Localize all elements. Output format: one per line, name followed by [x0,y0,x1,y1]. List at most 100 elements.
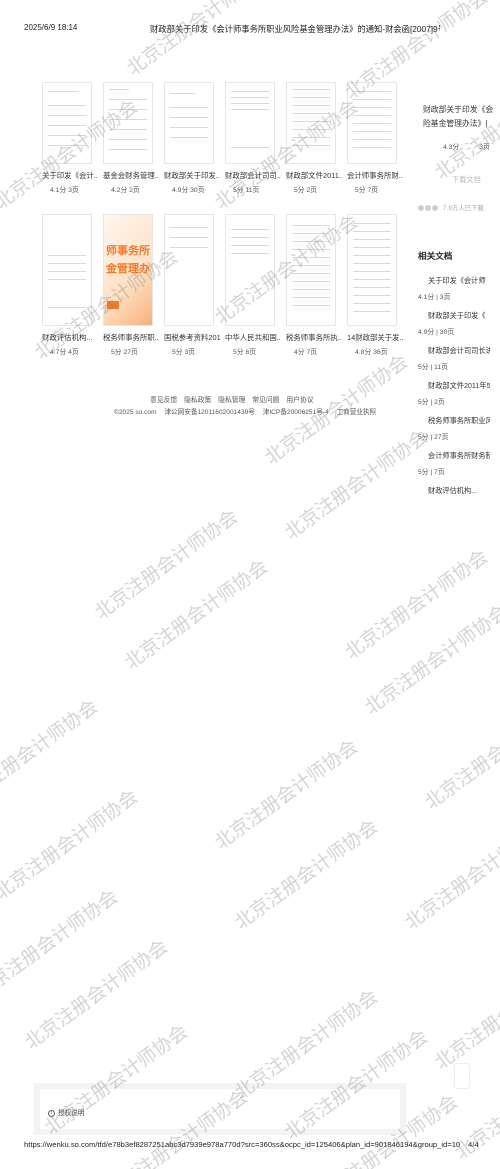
footer-links: 意见反馈 隐私政策 隐私管理 常见问题 用户协议 [150,394,319,404]
business-license[interactable]: 工商营业执照 [336,409,377,416]
footer-link-privacy-manage[interactable]: 隐私管理 [218,397,246,404]
related-item-title[interactable]: 财政部关于印发《 [428,311,486,320]
document-title[interactable]: 关于印发《会计... [42,171,98,180]
related-item-meta: 5分 | 27页 [418,434,449,441]
document-meta: 5分 6页 [233,349,257,356]
document-title[interactable]: 财政部会计司司... [225,171,281,180]
document-thumbnail[interactable] [286,214,336,326]
related-item-title[interactable]: 会计师事务所财务制 [428,451,490,460]
document-meta: 5分 27页 [111,349,138,356]
watermark: 北京注册会计师协会 [360,600,500,719]
related-item[interactable]: 财政部关于印发《 4.9分 | 30页 [418,311,500,336]
document-meta: 5分 3页 [172,349,196,356]
watermark: 北京注册会计师协会 [430,955,500,1074]
watermark: 北京注册会计师协会 [120,555,273,674]
footer-link-feedback[interactable]: 意见反馈 [150,397,178,404]
watermark: 北京注册会计师协会 [20,935,173,1054]
document-title[interactable]: 基金会财务管理... [103,171,159,180]
document-card[interactable]: 财政部文件2011... 5分 2页 [286,82,342,194]
watermark: 北京注册会计师协会 [90,505,243,624]
icp-record[interactable]: 津ICP备20006251号-4 [262,409,329,416]
footer-icp: ©2025 so.com 津公网安备12011602001439号 津ICP备2… [114,406,382,416]
related-item-title[interactable]: 税务师事务所职业风 [428,416,490,425]
related-item[interactable]: 税务师事务所职业风 5分 | 27页 [418,416,500,441]
related-item[interactable]: 财政评估机构... [418,486,500,496]
document-meta: 4.1分 3页 [50,187,79,194]
user-avatar-icon [432,204,438,211]
related-docs: 相关文档 关于印发《会计师 4.1分 | 3页 财政部关于印发《 4.9分 | … [418,250,500,506]
document-title[interactable]: 财政评估机构... [42,333,93,342]
watermark: 北京注册会计师协会 [210,735,363,854]
document-grid: 关于印发《会计... 4.1分 3页 基金会财务管理... 4.2分 2页 财政… [42,82,403,376]
document-title[interactable]: 会计师事务所财... [347,171,403,180]
document-thumbnail[interactable]: 师事务所职 金管理办法 [103,214,153,326]
document-card[interactable]: 关于印发《会计... 4.1分 3页 [42,82,98,194]
document-thumbnail[interactable] [103,82,153,164]
watermark: 北京注册会计师协会 [420,695,500,814]
download-count-text: 7.9万人已下载 [443,205,484,212]
footer-link-faq[interactable]: 常见问题 [252,397,280,404]
document-thumbnail[interactable] [225,214,275,326]
document-meta: 4分 7页 [294,349,318,356]
document-card[interactable]: 师事务所职 金管理办法 税务师事务所职... 5分 27页 [103,214,159,356]
watermark: 北京注册会计师协会 [0,885,123,1004]
related-item[interactable]: 会计师事务所财务制 5分 | 7页 [418,451,500,476]
document-title[interactable]: 国税参考资料201... [164,333,220,342]
related-item-title[interactable]: 关于印发《会计师 [428,276,486,285]
info-circle-icon: i [48,1109,55,1117]
document-card[interactable]: 14财政部关于发... 4.8分 36页 [347,214,403,356]
document-card[interactable]: 财政部会计司司... 5分 11页 [225,82,281,194]
watermark: 北京注册会计师协会 [340,545,493,664]
document-thumbnail[interactable] [225,82,275,164]
user-avatar-icon [418,204,424,211]
related-item-title[interactable]: 财政部文件2011年5 [428,381,490,390]
cover-text: 师事务所职 [106,245,150,257]
copyright: ©2025 so.com [114,409,157,416]
document-thumbnail[interactable] [42,214,92,326]
document-meta: 4.7分 4页 [50,349,79,356]
document-card[interactable]: 税务师事务所执... 4分 7页 [286,214,342,356]
footer-link-user-agreement[interactable]: 用户协议 [286,397,314,404]
related-item-meta: 5分 | 2页 [418,399,445,406]
document-card[interactable]: 财政部关于印发... 4.9分 30页 [164,82,220,194]
download-button[interactable]: 下载文档 [452,175,481,184]
document-card[interactable]: 会计师事务所财... 5分 7页 [347,82,403,194]
document-row: 关于印发《会计... 4.1分 3页 基金会财务管理... 4.2分 2页 财政… [42,82,403,194]
police-record[interactable]: 津公网安备12011602001439号 [164,409,255,416]
footer-link-privacy-policy[interactable]: 隐私政策 [184,397,212,404]
document-thumbnail[interactable] [42,82,92,164]
document-title[interactable]: 财政部文件2011... [286,171,342,180]
document-title[interactable]: 财政部关于印发... [164,171,220,180]
current-doc-title: 财政部关于印发《会 [423,105,494,114]
float-action-button[interactable] [454,1063,470,1089]
document-card[interactable]: 基金会财务管理... 4.2分 2页 [103,82,159,194]
related-item[interactable]: 财政部会计司司长讲 5分 | 11页 [418,346,500,371]
document-thumbnail[interactable] [164,82,214,164]
related-item[interactable]: 财政部文件2011年5 5分 | 2页 [418,381,500,406]
document-card[interactable]: 中华人民共和国... 5分 6页 [225,214,281,356]
document-title[interactable]: 税务师事务所执... [286,333,342,342]
document-thumbnail[interactable] [286,82,336,164]
document-thumbnail[interactable] [164,214,214,326]
related-item-title[interactable]: 财政部会计司司长讲 [428,346,490,355]
document-card[interactable]: 国税参考资料201... 5分 3页 [164,214,220,356]
document-card[interactable]: 财政评估机构... 4.7分 4页 [42,214,93,356]
related-item-title[interactable]: 财政评估机构... [428,486,478,495]
download-count: 7.9万人已下载 [418,203,484,212]
related-item-meta: 5分 | 11页 [418,364,448,371]
document-title[interactable]: 中华人民共和国... [225,333,281,342]
document-thumbnail[interactable] [347,214,397,326]
document-thumbnail[interactable] [347,82,397,164]
watermark: 北京注册会计师协会 [0,695,103,814]
print-header: 2025/6/9 18:14 财政部关于印发《会计师事务所职业风险基金管理办法》… [0,0,500,40]
document-title[interactable]: 税务师事务所职... [103,333,159,342]
document-title[interactable]: 14财政部关于发... [347,333,403,342]
related-item[interactable]: 关于印发《会计师 4.1分 | 3页 [418,276,500,301]
current-doc-title: 险基金管理办法》| [423,119,488,128]
document-meta: 5分 7页 [355,187,379,194]
watermark: 北京注册会计师协会 [280,425,433,544]
cover-text: 金管理办法 [106,263,150,275]
